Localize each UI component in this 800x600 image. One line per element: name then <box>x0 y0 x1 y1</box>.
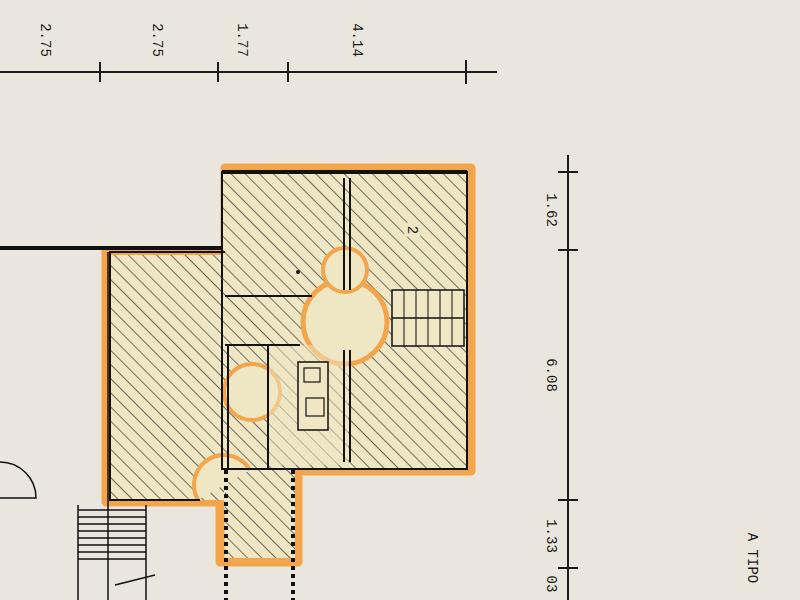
dimension-label: 2.75 <box>38 23 52 57</box>
dimension-label: 2.75 <box>150 23 164 57</box>
dimension-label: 1.77 <box>235 23 249 57</box>
dimension-label: 6.08 <box>544 358 558 392</box>
dimension-label: 03 <box>544 576 558 593</box>
dimension-label: 1.33 <box>544 519 558 553</box>
room-number: 2 <box>404 223 420 237</box>
dimension-label: 1.62 <box>544 193 558 227</box>
dimension-label: 4.14 <box>350 23 364 57</box>
plan-title: A TIPO <box>745 533 759 583</box>
